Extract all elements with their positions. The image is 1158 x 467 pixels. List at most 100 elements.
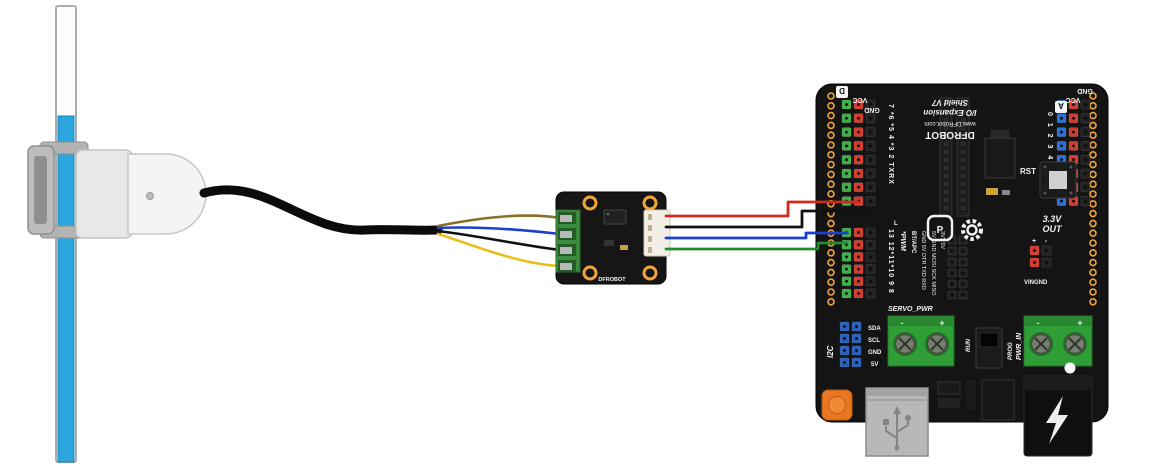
jst-pin <box>648 225 652 231</box>
stacking-header-pins <box>944 102 948 210</box>
adapter-brand-label: DFROBOT <box>598 277 626 283</box>
green-wire <box>664 241 849 251</box>
mounting-hole <box>642 195 658 211</box>
label-gnd-right: GND <box>1077 87 1093 94</box>
black-wire <box>664 209 873 229</box>
cable-black <box>199 185 443 235</box>
jst-pin <box>648 214 652 220</box>
screw-slot <box>1068 337 1082 351</box>
label-5v-i2c: 5V <box>871 362 878 368</box>
vin-gnd-pins <box>1029 245 1052 268</box>
jst-connector <box>643 209 671 257</box>
label-pwr-plus: + <box>1077 318 1082 328</box>
usb-logo-icon <box>883 406 911 451</box>
signal-wires <box>664 200 873 251</box>
brand-product-line1: I/O Expansion <box>923 108 976 117</box>
screw-slot <box>1034 337 1048 351</box>
stacking-header-pins <box>961 102 965 210</box>
bt-spi-pin-header <box>947 235 968 300</box>
black-cable-wire <box>436 229 562 252</box>
smd-component <box>604 240 614 246</box>
regulator-tab <box>991 130 1009 138</box>
red-wire <box>664 200 860 218</box>
ic-module <box>981 379 1015 421</box>
i2c-header <box>839 321 862 368</box>
ic-chip <box>603 209 627 225</box>
terminal-clamp <box>560 247 572 254</box>
label-vcc-right: VCC <box>1066 96 1081 103</box>
terminal-clamp <box>560 215 572 222</box>
a-label-box <box>1055 101 1067 113</box>
clamp-bracket-inner <box>34 156 47 224</box>
terminal-clamp <box>560 263 572 270</box>
sensor-cable <box>199 185 562 268</box>
yellow-wire <box>436 232 562 268</box>
sensor-body <box>127 153 207 235</box>
label-analog-pins: 0 1 2 3 4 5 <box>1046 112 1053 173</box>
mounting-hole <box>582 265 598 281</box>
jst-housing <box>643 209 671 257</box>
sensor-coupler <box>75 149 133 239</box>
smd-component <box>1002 190 1010 195</box>
label-led-l: L <box>894 221 898 227</box>
brand-silk: DFROBOT www.DFRobot.com I/O Expansion Sh… <box>923 98 976 140</box>
ic-pin1-dot <box>606 212 610 216</box>
label-vingnd: VINGND <box>1024 280 1048 286</box>
arduino-usb-port <box>865 387 929 457</box>
label-bt-apc: BT/APC <box>910 231 916 254</box>
capacitor-component <box>938 398 960 408</box>
label-digital-bottom: 13 12*11*10 9 8 <box>887 229 894 294</box>
d-label-box <box>836 86 848 98</box>
power-in-terminal: - + <box>1023 315 1093 367</box>
label-run: RUN <box>966 338 972 352</box>
lightning-icon <box>1046 396 1068 444</box>
label-servo-plus: + <box>939 318 944 328</box>
label-out: OUT <box>1043 224 1064 234</box>
olive-wire <box>436 214 562 228</box>
stacking-header <box>956 97 970 217</box>
dfrobot-logo-icon: P <box>926 214 954 242</box>
pipe-liquid-section <box>57 115 75 463</box>
label-pwr-in: PWR_IN <box>1016 332 1023 360</box>
brand-product-line2: Shield V7 <box>931 98 968 107</box>
label-vcc-left: VCC <box>853 96 868 103</box>
label-a: A <box>1058 101 1064 110</box>
mounting-hole <box>582 195 598 211</box>
edge-holes-right <box>1089 92 1097 306</box>
label-gnd-i2c: GND <box>868 350 882 356</box>
smd-component <box>620 245 628 250</box>
io-expansion-shield: D VCC GND GND VCC A 0 1 2 3 4 5 7 *6 *5 … <box>815 83 1109 457</box>
brand-url: www.DFRobot.com <box>924 120 976 126</box>
label-prog: PROG <box>1008 342 1014 360</box>
voltage-regulator <box>984 137 1016 179</box>
run-prog-switch <box>975 327 1003 369</box>
screw-terminal <box>555 209 581 273</box>
gear-icon <box>961 219 983 241</box>
label-pwr-minus: - <box>1037 318 1040 328</box>
adapter-board: DFROBOT <box>555 191 671 285</box>
label-pwm: *PWM <box>899 231 906 251</box>
label-i2c: I2C <box>826 345 835 358</box>
mounting-hole <box>642 265 658 281</box>
smd-component <box>986 188 998 195</box>
label-digital-top: 7 *6 *5 4 *3 2 TXRX <box>887 104 894 185</box>
label-spi-pins: 5V GND MOSI SCK MISO <box>930 231 936 296</box>
label-rst: RST <box>1020 167 1036 176</box>
label-servo-pwr: SERVO_PWR <box>888 306 933 313</box>
sensor-indicator-dot <box>146 192 154 200</box>
screw-slot <box>898 337 912 351</box>
liquid-level-sensor <box>27 141 207 239</box>
servo-power-terminal: - + <box>887 315 955 367</box>
screw-slot <box>930 337 944 351</box>
label-d: D <box>839 86 845 95</box>
blue-cable-wire <box>436 226 562 236</box>
label-sda: SDA <box>868 326 881 332</box>
label-vin-minus: - <box>1045 238 1048 245</box>
label-3v3: 3.3V <box>1043 214 1063 224</box>
label-vin-plus: + <box>1032 238 1036 245</box>
label-servo-minus: - <box>901 318 904 328</box>
dc-barrel-jack <box>1023 375 1093 457</box>
label-scl: SCL <box>868 338 880 344</box>
